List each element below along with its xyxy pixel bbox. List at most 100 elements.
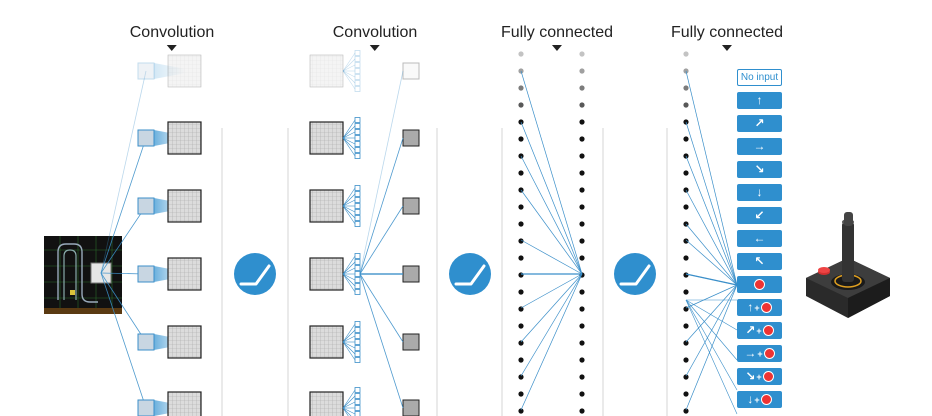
down-left-arrow-icon: ↙ [754, 208, 765, 222]
neuron-node [518, 255, 524, 261]
unit-node [354, 321, 361, 327]
relu-activation-icon [449, 253, 491, 295]
feature-map [309, 121, 344, 155]
neuron-node [683, 170, 689, 176]
neuron-node [518, 102, 524, 108]
filter-kernel [137, 399, 155, 416]
neuron-node [579, 306, 585, 312]
connection-line [342, 205, 356, 219]
plus-sign: + [757, 349, 763, 359]
action-down-fire: ↓+ [737, 391, 782, 408]
connection-line [342, 205, 356, 225]
unit-node [354, 153, 361, 159]
connection-line [342, 52, 356, 72]
connection-line [342, 341, 356, 355]
action-up: ↑ [737, 92, 782, 109]
neuron-node [518, 323, 524, 329]
connection-line [520, 273, 583, 343]
unit-node [354, 203, 361, 209]
action-up-left: ↖ [737, 253, 782, 270]
unit-node [354, 259, 361, 265]
action-right: → [737, 138, 782, 155]
connection-line [342, 273, 356, 293]
neuron-node [579, 357, 585, 363]
unit-node [354, 197, 361, 203]
feature-map [167, 121, 202, 155]
output-map [402, 62, 420, 80]
connection-line [342, 119, 356, 139]
layer-label-conv1: Convolution [129, 24, 215, 51]
neuron-node [518, 272, 524, 278]
neuron-node [579, 374, 585, 380]
neuron-node [579, 221, 585, 227]
neuron-node [579, 170, 585, 176]
neuron-node [683, 391, 689, 397]
fire-button-icon [763, 348, 775, 359]
neuron-node [683, 408, 689, 414]
connection-line [342, 70, 356, 84]
unit-node [354, 283, 361, 289]
unit-node [354, 271, 361, 277]
connection-line [342, 267, 356, 275]
connection-line [342, 58, 356, 72]
connection-line [359, 137, 404, 275]
layer-label-conv2: Convolution [332, 24, 418, 51]
connection-line [520, 273, 583, 309]
filter-kernel [137, 197, 155, 215]
connection-line [685, 70, 738, 286]
connection-line [520, 273, 583, 411]
down-arrow-icon: ↓ [756, 185, 763, 199]
neuron-node [683, 255, 689, 261]
unit-node [354, 86, 361, 92]
fire-button-icon [754, 279, 765, 290]
unit-node [354, 387, 361, 393]
unit-node [354, 411, 361, 416]
action-down-right-fire: ↘+ [737, 368, 782, 385]
action-no-input: No input [737, 69, 782, 86]
neuron-node [683, 323, 689, 329]
connection-line [685, 299, 738, 415]
unit-node [354, 405, 361, 411]
action-up-right: ↗ [737, 115, 782, 132]
connection-line [342, 205, 356, 213]
connection-line [685, 121, 738, 286]
feature-map [309, 391, 344, 416]
connection-line [342, 255, 356, 275]
connection-line [342, 199, 356, 207]
connection-line [342, 137, 356, 151]
right-arrow-icon: → [753, 139, 766, 153]
neuron-node [579, 289, 585, 295]
connection-line [100, 205, 147, 274]
neuron-node [518, 221, 524, 227]
up-arrow-icon: ↑ [756, 93, 763, 107]
neuron-node [518, 374, 524, 380]
connection-line [520, 155, 583, 275]
neuron-node [683, 136, 689, 142]
connection-line [359, 70, 404, 275]
connection-line [685, 155, 738, 286]
feature-map [167, 391, 202, 416]
neuron-node [518, 136, 524, 142]
action-up-right-fire: ↗+ [737, 322, 782, 339]
neuron-node [683, 374, 689, 380]
connection-line [685, 284, 738, 377]
feature-map [309, 325, 344, 359]
connection-line [685, 284, 738, 343]
neuron-node [683, 51, 689, 57]
neuron-node [579, 408, 585, 414]
connection-line [342, 407, 349, 416]
neuron-node [683, 102, 689, 108]
connection-line [520, 70, 583, 275]
connection-line [685, 223, 738, 286]
filter-kernel [137, 333, 155, 351]
game-frame-thumbnail [44, 236, 122, 314]
unit-node [354, 80, 361, 86]
neuron-node [579, 51, 585, 57]
up-right-arrow-icon: ↗ [745, 323, 756, 337]
up-right-arrow-icon: ↗ [754, 116, 765, 130]
feature-map [309, 189, 344, 223]
unit-node [354, 50, 361, 56]
connection-line [342, 64, 356, 72]
action-down-right: ↘ [737, 161, 782, 178]
